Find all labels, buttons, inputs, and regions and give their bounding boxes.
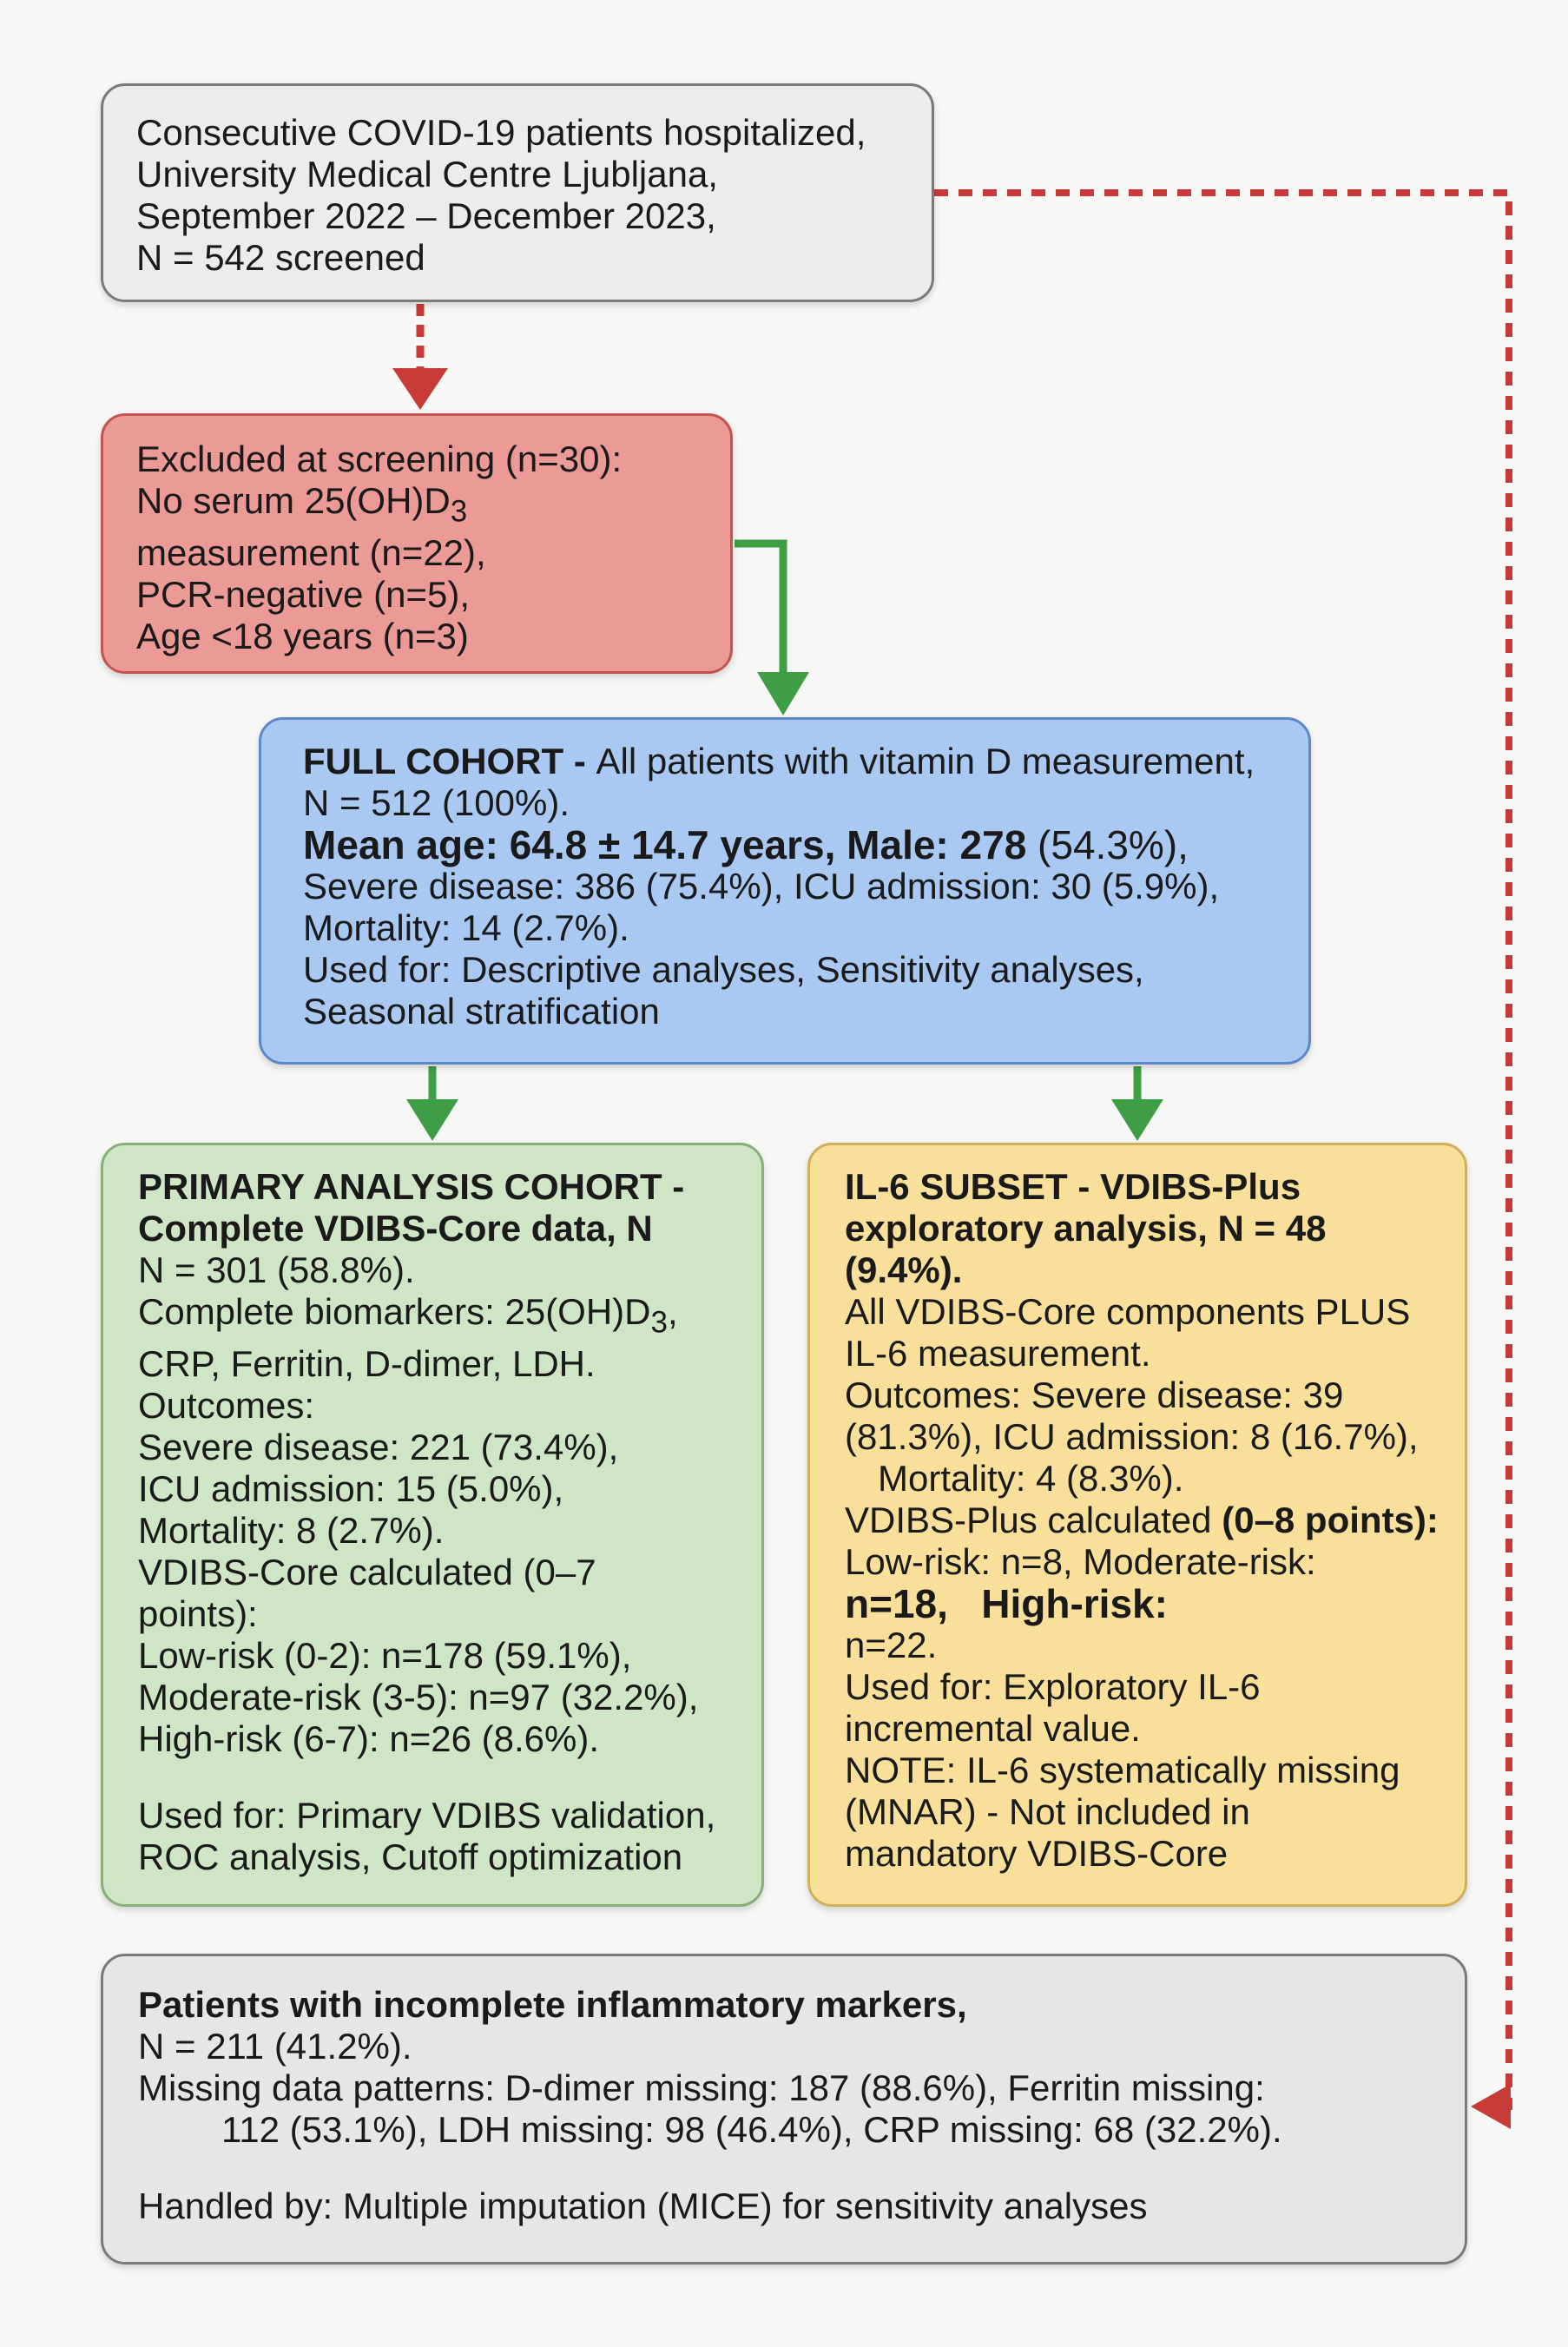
primary-n: N = 301 (58.8%). — [138, 1249, 415, 1290]
primary-title: PRIMARY ANALYSIS COHORT - — [138, 1166, 685, 1207]
arrowhead-incomplete — [1471, 2084, 1511, 2129]
full-cohort-age-rest: (54.3%), — [1026, 822, 1189, 867]
excluded-line: No serum 25(OH)D3 — [136, 480, 730, 532]
screened-box: Consecutive COVID-19 patients hospitaliz… — [101, 83, 934, 302]
excluded-line: measurement (n=22), — [136, 532, 486, 574]
full-cohort-n: N = 512 (100%). — [303, 782, 570, 823]
excluded-line: PCR-negative (n=5), — [136, 574, 471, 616]
primary-biomarkers-line: Complete biomarkers: 25(OH)D3, — [138, 1291, 761, 1343]
full-cohort-age: Mean age: 64.8 ± 14.7 years, Male: 278 — [303, 822, 1027, 867]
primary-low-risk: Low-risk (0-2): n=178 (59.1%), — [138, 1635, 632, 1677]
primary-title: Complete VDIBS-Core data, N — [138, 1208, 653, 1249]
incomplete-markers-box: Patients with incomplete inflammatory ma… — [101, 1954, 1467, 2265]
il6-calc-points: (0–8 points): — [1222, 1500, 1439, 1540]
arrowhead-primary — [406, 1099, 458, 1141]
primary-used: Used for: Primary VDIBS validation, — [138, 1795, 716, 1836]
il6-used: Used for: Exploratory IL-6 — [845, 1666, 1261, 1707]
il6-outcomes: Outcomes: Severe disease: 39 — [845, 1375, 1344, 1415]
full-cohort-mortality: Mortality: 14 (2.7%). — [303, 907, 629, 948]
il6-note: NOTE: IL-6 systematically missing — [845, 1750, 1400, 1790]
il6-subset-box: IL-6 SUBSET - VDIBS-Plus exploratory ana… — [807, 1143, 1467, 1907]
primary-icu: ICU admission: 15 (5.0%), — [138, 1468, 564, 1510]
primary-biomarkers: CRP, Ferritin, D-dimer, LDH. — [138, 1343, 596, 1385]
full-cohort-severe: Severe disease: 386 (75.4%), ICU admissi… — [303, 866, 1220, 906]
primary-moderate-risk: Moderate-risk (3-5): n=97 (32.2%), — [138, 1677, 699, 1718]
primary-mortality: Mortality: 8 (2.7%). — [138, 1510, 445, 1552]
screened-line: September 2022 – December 2023, — [136, 195, 716, 236]
il6-calc-text: VDIBS-Plus calculated — [845, 1500, 1222, 1540]
il6-title: IL-6 SUBSET - VDIBS-Plus — [845, 1166, 1301, 1207]
excluded-serum-text: No serum 25(OH)D — [136, 480, 451, 521]
il6-outcomes: Mortality: 4 (8.3%). — [878, 1458, 1184, 1499]
screened-line: N = 542 screened — [136, 237, 425, 278]
excluded-box: Excluded at screening (n=30): No serum 2… — [101, 413, 733, 674]
primary-high-risk: High-risk (6-7): n=26 (8.6%). — [138, 1718, 600, 1760]
il6-note: (MNAR) - Not included in — [845, 1791, 1250, 1832]
full-cohort-used: Used for: Descriptive analyses, Sensitiv… — [303, 949, 1144, 990]
il6-components: IL-6 measurement. — [845, 1333, 1151, 1374]
full-cohort-used: Seasonal stratification — [303, 991, 660, 1032]
full-cohort-title-rest: All patients with vitamin D measurement, — [596, 741, 1255, 781]
il6-moderate-n: n=18, — [845, 1581, 948, 1626]
il6-note: mandatory VDIBS-Core — [845, 1833, 1229, 1874]
arrowhead-il6 — [1111, 1099, 1163, 1141]
incomplete-n: N = 211 (41.2%). — [138, 2026, 412, 2067]
screened-line: Consecutive COVID-19 patients hospitaliz… — [136, 112, 866, 153]
excluded-serum-subscript: 3 — [450, 494, 468, 529]
il6-risk: n=22. — [845, 1625, 938, 1665]
il6-components: All VDIBS-Core components PLUS — [845, 1291, 1411, 1332]
primary-calc: VDIBS-Core calculated (0–7 — [138, 1552, 596, 1593]
il6-used: incremental value. — [845, 1708, 1141, 1749]
full-cohort-title-line: FULL COHORT - All patients with vitamin … — [303, 741, 1308, 782]
il6-risk-line: n=18, High-risk: — [845, 1583, 1465, 1625]
screened-line: University Medical Centre Ljubljana, — [136, 154, 718, 194]
excluded-title: Excluded at screening (n=30): — [136, 438, 623, 479]
primary-biomarkers-comma: , — [667, 1291, 678, 1332]
il6-outcomes: (81.3%), ICU admission: 8 (16.7%), — [845, 1416, 1419, 1457]
il6-high-risk: High-risk: — [981, 1581, 1168, 1626]
il6-risk: Low-risk: n=8, Moderate-risk: — [845, 1541, 1316, 1582]
connector-excluded-to-full — [735, 539, 787, 676]
excluded-line: Age <18 years (n=3) — [136, 616, 469, 657]
primary-used: ROC analysis, Cutoff optimization — [138, 1836, 683, 1878]
il6-title: exploratory analysis, N = 48 — [845, 1208, 1327, 1249]
arrowhead-excluded — [392, 368, 448, 410]
incomplete-missing: 112 (53.1%), LDH missing: 98 (46.4%), CR… — [221, 2109, 1282, 2150]
il6-calc-line: VDIBS-Plus calculated (0–8 points): — [845, 1500, 1465, 1541]
incomplete-missing: Missing data patterns: D-dimer missing: … — [138, 2067, 1265, 2108]
primary-calc: points): — [138, 1593, 258, 1635]
il6-title: (9.4%). — [845, 1249, 963, 1290]
incomplete-handled: Handled by: Multiple imputation (MICE) f… — [138, 2185, 1148, 2226]
primary-severe: Severe disease: 221 (73.4%), — [138, 1427, 619, 1468]
full-cohort-box: FULL COHORT - All patients with vitamin … — [259, 717, 1311, 1065]
incomplete-title: Patients with incomplete inflammatory ma… — [138, 1984, 967, 2025]
primary-biomarkers-subscript: 3 — [650, 1305, 668, 1340]
full-cohort-age-line: Mean age: 64.8 ± 14.7 years, Male: 278 (… — [303, 824, 1308, 866]
primary-cohort-box: PRIMARY ANALYSIS COHORT - Complete VDIBS… — [101, 1143, 764, 1907]
full-cohort-title: FULL COHORT - — [303, 741, 596, 781]
primary-biomarkers-text: Complete biomarkers: 25(OH)D — [138, 1291, 651, 1332]
arrowhead-full — [757, 672, 809, 715]
primary-outcomes-label: Outcomes: — [138, 1385, 315, 1427]
